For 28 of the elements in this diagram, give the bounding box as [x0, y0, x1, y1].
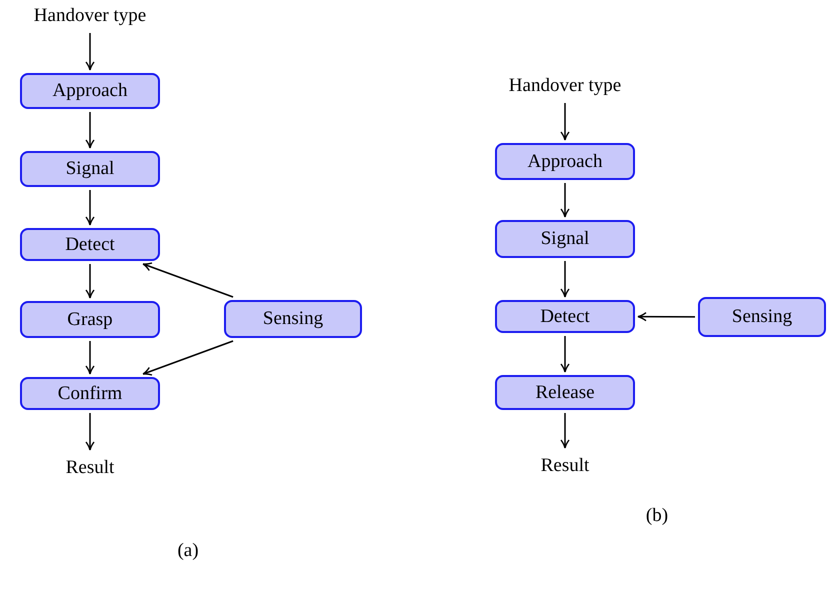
box-label: Detect [540, 306, 590, 328]
node-text: Result [540, 455, 590, 477]
box-label: Signal [66, 158, 114, 180]
node-text: Handover type [508, 75, 622, 97]
box-label: Release [535, 382, 595, 404]
box-label: Approach [528, 150, 602, 172]
process-box [20, 151, 160, 187]
process-box [20, 228, 160, 261]
process-box [495, 143, 635, 180]
process-box [495, 300, 635, 333]
process-box [495, 375, 635, 410]
box-label: Signal [540, 228, 590, 250]
process-box [698, 297, 826, 337]
node-text: Handover type [34, 5, 146, 27]
box-label: Sensing [732, 306, 792, 328]
subfigure-caption: (b) [644, 504, 670, 528]
box-label: Confirm [58, 382, 122, 404]
box-label: Detect [65, 234, 115, 256]
process-box [495, 220, 635, 258]
process-box [224, 300, 362, 338]
box-label: Approach [52, 80, 128, 102]
subfigure-caption: (a) [176, 539, 200, 563]
box-label: Sensing [262, 308, 324, 330]
node-text: Result [66, 457, 114, 479]
box-label: Grasp [67, 308, 113, 330]
process-box [20, 377, 160, 410]
process-box [20, 301, 160, 338]
process-box [20, 73, 160, 109]
